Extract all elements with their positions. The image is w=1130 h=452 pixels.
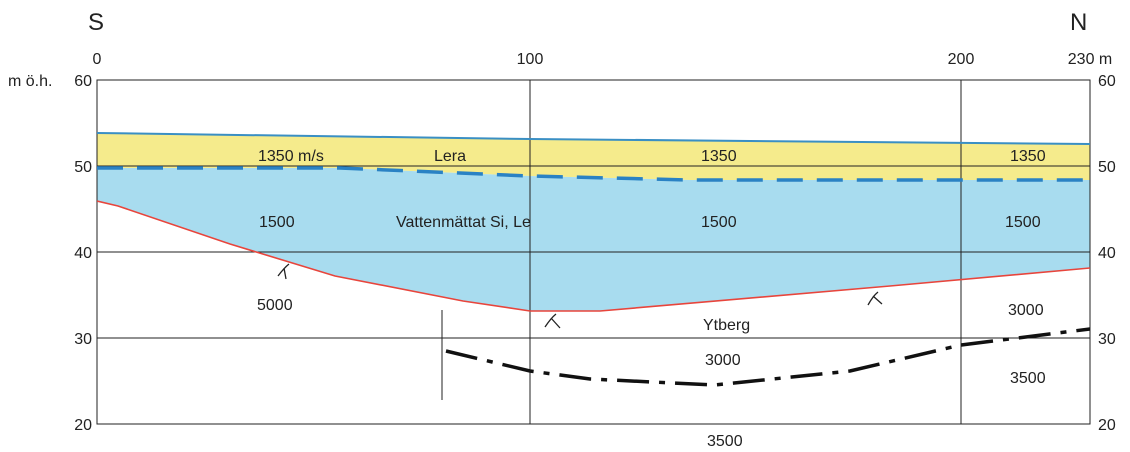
elevation-unit: m ö.h. xyxy=(8,73,52,90)
lera-velocity-1: 1350 m/s xyxy=(258,148,324,165)
ground-surface-line xyxy=(97,132,1090,145)
refractor-line xyxy=(445,327,1090,387)
water-layer-name: Vattenmättat Si, Le xyxy=(396,214,531,231)
direction-south: S xyxy=(88,9,104,36)
distance-tick-200: 200 xyxy=(948,51,975,68)
water-saturated-layer xyxy=(97,168,1090,311)
elev-tick-right-50: 50 xyxy=(1098,159,1116,176)
lera-velocity-2: 1350 xyxy=(701,148,737,165)
bedrock-surface-line xyxy=(97,200,1090,312)
elev-tick-60: 60 xyxy=(74,73,92,90)
lera-layer xyxy=(97,133,1090,180)
elev-tick-right-40: 40 xyxy=(1098,245,1116,262)
bedrock-velocity-5: 3500 xyxy=(707,433,743,450)
groundwater-line xyxy=(97,166,1090,182)
elev-tick-right-30: 30 xyxy=(1098,331,1116,348)
elev-tick-30: 30 xyxy=(74,331,92,348)
distance-tick-end: 230 m xyxy=(1068,51,1112,68)
bedrock-name: Ytberg xyxy=(703,317,750,334)
direction-north: N xyxy=(1070,9,1087,36)
water-velocity-2: 1500 xyxy=(701,214,737,231)
elev-tick-right-20: 20 xyxy=(1098,417,1116,434)
lera-name: Lera xyxy=(434,148,466,165)
distance-tick-100: 100 xyxy=(517,51,544,68)
water-velocity-1: 1500 xyxy=(259,214,295,231)
elev-tick-20: 20 xyxy=(74,417,92,434)
layer-fills xyxy=(97,133,1090,311)
dip-symbols xyxy=(277,263,883,329)
elev-tick-right-60: 60 xyxy=(1098,73,1116,90)
bedrock-velocity-1: 5000 xyxy=(257,297,293,314)
dip-symbol xyxy=(277,263,290,280)
dip-symbol xyxy=(867,291,883,306)
bedrock-velocity-2: 3000 xyxy=(1008,302,1044,319)
elev-tick-40: 40 xyxy=(74,245,92,262)
grid xyxy=(96,79,1091,425)
bedrock-velocity-4: 3500 xyxy=(1010,370,1046,387)
bedrock-velocity-3: 3000 xyxy=(705,352,741,369)
dip-symbol xyxy=(544,313,561,329)
elev-tick-50: 50 xyxy=(74,159,92,176)
lera-velocity-3: 1350 xyxy=(1010,148,1046,165)
water-velocity-3: 1500 xyxy=(1005,214,1041,231)
distance-tick-0: 0 xyxy=(93,51,102,68)
